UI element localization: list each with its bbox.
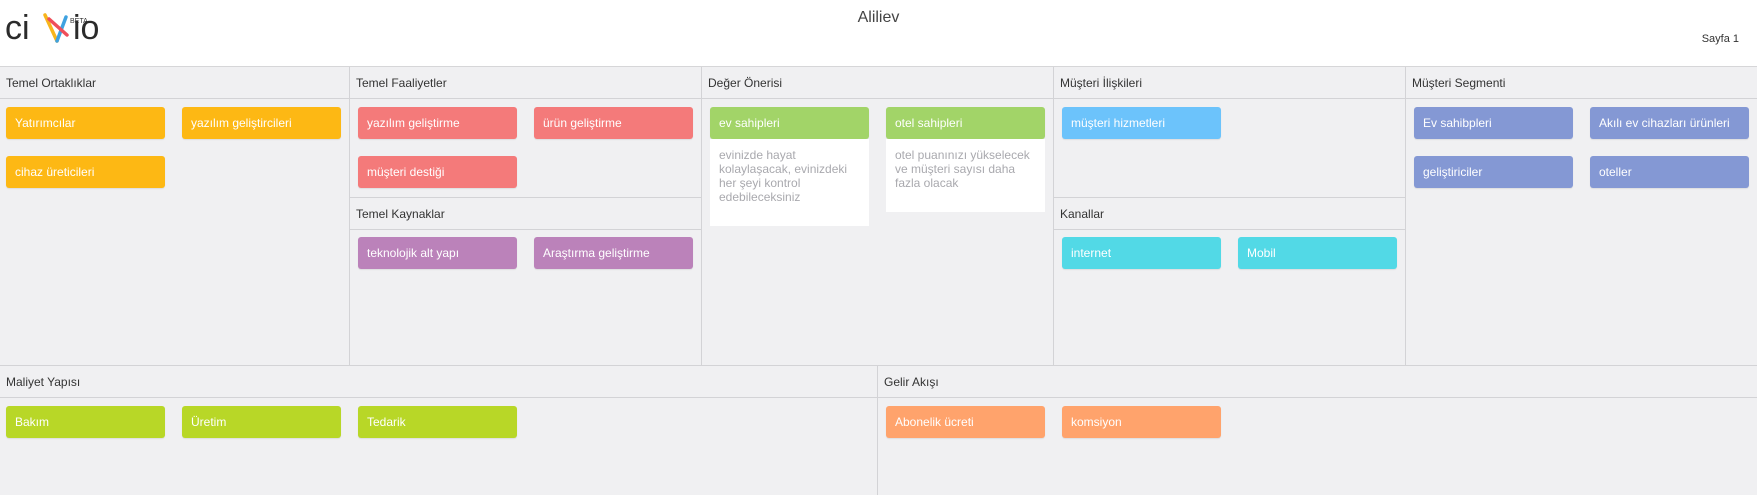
card-developers[interactable]: geliştiriciler xyxy=(1414,156,1573,188)
card-customer-support[interactable]: müşteri destiği xyxy=(358,156,517,188)
civio-logo[interactable]: ci BETA io xyxy=(5,5,125,49)
section-title: Müşteri İlişkileri xyxy=(1054,67,1405,99)
section-channels: Kanallar internet Mobil xyxy=(1054,198,1406,366)
card-maintenance[interactable]: Bakım xyxy=(6,406,165,438)
card-product-development[interactable]: ürün geliştirme xyxy=(534,107,693,139)
section-customer-segments: Müşteri Segmenti Ev sahibpleri Akılı ev … xyxy=(1406,67,1757,366)
section-key-resources: Temel Kaynaklar teknolojik alt yapı Araş… xyxy=(350,198,702,366)
section-value-proposition: Değer Önerisi ev sahipleri evinizde haya… xyxy=(702,67,1054,366)
section-title: Müşteri Segmenti xyxy=(1406,67,1757,99)
section-title: Maliyet Yapısı xyxy=(0,366,877,398)
card-software-development[interactable]: yazılım geliştirme xyxy=(358,107,517,139)
card-smart-home-products[interactable]: Akılı ev cihazları ürünleri xyxy=(1590,107,1749,139)
card-internet[interactable]: internet xyxy=(1062,237,1221,269)
card-hotel-owners[interactable]: otel sahipleri xyxy=(886,107,1045,139)
section-customer-relationships: Müşteri İlişkileri müşteri hizmetleri xyxy=(1054,67,1406,198)
svg-text:BETA: BETA xyxy=(70,18,88,25)
section-title: Temel Ortaklıklar xyxy=(0,67,349,99)
canvas-title[interactable]: Aliliev xyxy=(857,9,900,26)
section-key-partners: Temel Ortaklıklar Yatırımcılar yazılım g… xyxy=(0,67,350,366)
section-title: Gelir Akışı xyxy=(878,366,1757,398)
card-software-developers[interactable]: yazılım geliştircileri xyxy=(182,107,341,139)
section-title: Kanallar xyxy=(1054,198,1405,230)
section-title: Değer Önerisi xyxy=(702,67,1053,99)
card-tech-infrastructure[interactable]: teknolojik alt yapı xyxy=(358,237,517,269)
card-device-manufacturers[interactable]: cihaz üreticileri xyxy=(6,156,165,188)
card-homeowners-segment[interactable]: Ev sahibpleri xyxy=(1414,107,1573,139)
card-investors[interactable]: Yatırımcılar xyxy=(6,107,165,139)
card-mobile[interactable]: Mobil xyxy=(1238,237,1397,269)
card-production[interactable]: Üretim xyxy=(182,406,341,438)
card-customer-service[interactable]: müşteri hizmetleri xyxy=(1062,107,1221,139)
section-title: Temel Kaynaklar xyxy=(350,198,701,230)
note-homeowners[interactable]: evinizde hayat kolaylaşacak, evinizdeki … xyxy=(710,139,869,226)
svg-text:io: io xyxy=(73,9,99,47)
section-title: Temel Faaliyetler xyxy=(350,67,701,99)
card-commission[interactable]: komsiyon xyxy=(1062,406,1221,438)
card-homeowners[interactable]: ev sahipleri xyxy=(710,107,869,139)
section-key-activities: Temel Faaliyetler yazılım geliştirme ürü… xyxy=(350,67,702,198)
section-revenue-streams: Gelir Akışı Abonelik ücreti komsiyon xyxy=(878,366,1757,495)
logo-graphic: ci BETA io xyxy=(5,9,99,47)
card-subscription-fee[interactable]: Abonelik ücreti xyxy=(886,406,1045,438)
card-supply[interactable]: Tedarik xyxy=(358,406,517,438)
card-research-development[interactable]: Araştırma geliştirme xyxy=(534,237,693,269)
card-hotels[interactable]: oteller xyxy=(1590,156,1749,188)
note-hotel-owners[interactable]: otel puanınızı yükselecek ve müşteri say… xyxy=(886,139,1045,212)
page-indicator: Sayfa 1 xyxy=(1701,33,1739,45)
svg-text:ci: ci xyxy=(5,9,30,47)
app-header: ci BETA io Aliliev Sayfa 1 xyxy=(0,0,1757,67)
section-cost-structure: Maliyet Yapısı Bakım Üretim Tedarik xyxy=(0,366,878,495)
